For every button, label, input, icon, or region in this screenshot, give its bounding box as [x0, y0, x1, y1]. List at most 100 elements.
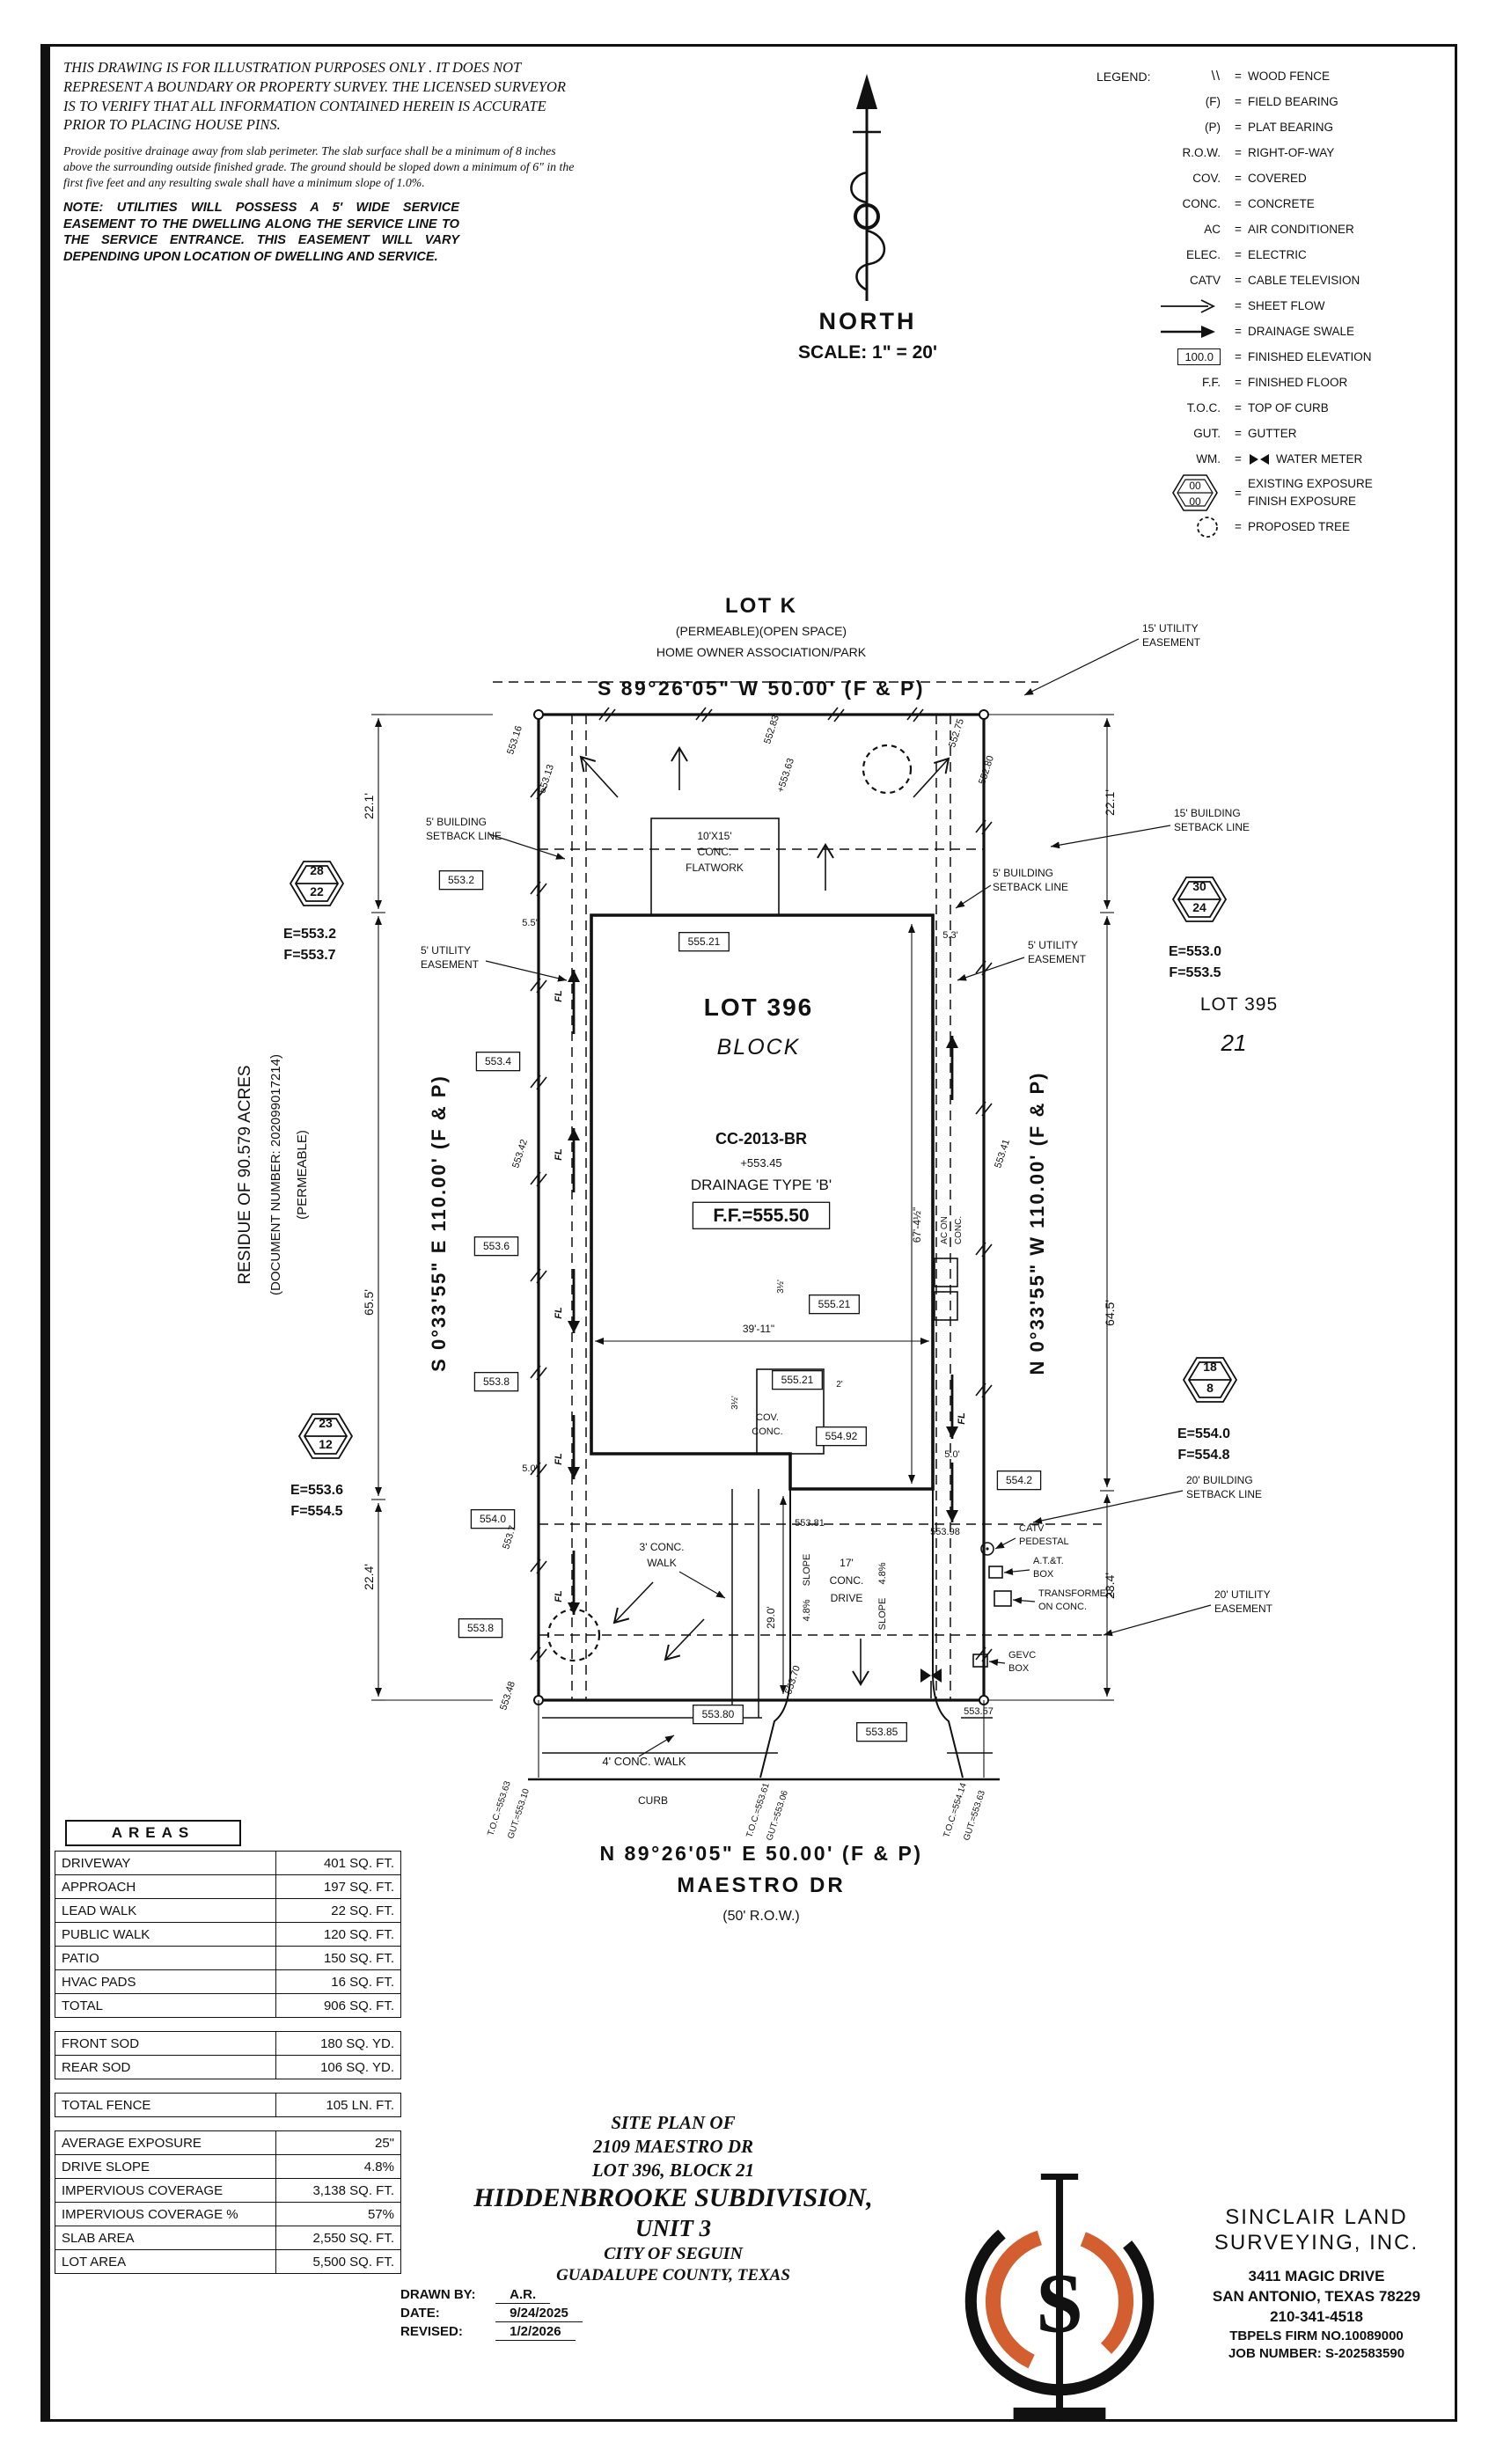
svg-text:RESIDUE OF 90.579 ACRES: RESIDUE OF 90.579 ACRES	[236, 1065, 254, 1284]
plan-label: 554.0	[470, 1509, 516, 1529]
svg-text:39'-11": 39'-11"	[743, 1323, 774, 1335]
svg-text:555.21: 555.21	[818, 1298, 851, 1310]
plan-label: 5.5'	[522, 918, 537, 928]
legend-abbr: T.O.C.	[1186, 401, 1221, 414]
plan-label: 2'	[836, 1380, 843, 1390]
plan-label: TRANSFORMER	[1038, 1588, 1113, 1599]
svg-text:(DOCUMENT NUMBER: 202099017214: (DOCUMENT NUMBER: 202099017214)	[268, 1054, 283, 1295]
leader-arrows	[485, 638, 1212, 1757]
plan-label: 4.8%	[802, 1599, 812, 1621]
plan-label: CONC.	[830, 1574, 864, 1587]
svg-text:F=553.7: F=553.7	[283, 948, 335, 963]
legend-row: CATV = CABLE TELEVISION	[1096, 268, 1454, 293]
svg-text:23: 23	[319, 1416, 333, 1430]
north-arrow	[850, 74, 886, 301]
plan-label: BLOCK	[717, 1035, 799, 1060]
plan-label: 5' UTILITY	[1028, 939, 1078, 951]
wood-fence-symbol: \\	[1211, 69, 1221, 84]
svg-text:553.16: 553.16	[505, 724, 524, 756]
plan-label: 553.16	[505, 724, 524, 756]
sinclair-logo: S	[964, 2174, 1155, 2422]
legend-row: CONC. = CONCRETE	[1096, 191, 1454, 216]
plan-label: 8	[1206, 1381, 1214, 1395]
gevc-box-symbol	[972, 1654, 988, 1668]
legend-desc: WATER METER	[1276, 452, 1363, 466]
svg-text:553.85: 553.85	[866, 1726, 898, 1738]
svg-text:GUT.=553.63: GUT.=553.63	[962, 1789, 987, 1842]
svg-text:15' BUILDING: 15' BUILDING	[1174, 807, 1241, 819]
svg-text:FL: FL	[957, 1412, 967, 1425]
plan-label: 22.1'	[1103, 789, 1117, 816]
svg-text:CURB: CURB	[638, 1794, 668, 1807]
svg-text:553.48: 553.48	[498, 1680, 517, 1712]
legend-abbr: GUT.	[1193, 427, 1221, 440]
legend-abbr: R.O.W.	[1182, 146, 1221, 159]
plan-label: 23	[319, 1416, 333, 1430]
legend-abbr: CONC.	[1182, 197, 1221, 210]
exposure-hexagon-icon: 00 00	[1172, 474, 1218, 511]
drainage-swale-arrow-icon	[1161, 325, 1215, 338]
plan-label: F=553.7	[283, 948, 335, 963]
svg-text:4.8%: 4.8%	[877, 1562, 888, 1584]
svg-text:SETBACK LINE: SETBACK LINE	[1174, 821, 1250, 833]
svg-text:CONC.: CONC.	[830, 1574, 864, 1587]
plan-label: SETBACK LINE	[993, 881, 1068, 893]
plan-label: E=553.0	[1169, 944, 1221, 959]
svg-text:+553.45: +553.45	[740, 1156, 781, 1170]
svg-text:4' CONC. WALK: 4' CONC. WALK	[602, 1755, 686, 1768]
plan-label: 17'	[840, 1557, 854, 1569]
scale-label: SCALE: 1" = 20'	[798, 342, 937, 363]
table-row: IMPERVIOUS COVERAGE %57%	[55, 2203, 401, 2226]
svg-text:5.0': 5.0'	[944, 1449, 959, 1460]
svg-text:FL: FL	[554, 1307, 564, 1319]
svg-text:552.83: 552.83	[762, 714, 781, 745]
svg-text:555.21: 555.21	[781, 1374, 814, 1386]
svg-text:22: 22	[310, 884, 324, 898]
plan-label: CATV	[1019, 1523, 1045, 1534]
svg-text:SETBACK LINE: SETBACK LINE	[426, 830, 502, 842]
proposed-tree-icon	[1197, 516, 1218, 538]
drainage-note: Provide positive drainage away from slab…	[63, 144, 575, 189]
svg-text:552.80: 552.80	[977, 754, 996, 786]
plan-label: FL	[554, 1453, 564, 1465]
svg-text:5' BUILDING: 5' BUILDING	[426, 816, 487, 828]
disclaimer-block: THIS DRAWING IS FOR ILLUSTRATION PURPOSE…	[63, 58, 578, 275]
svg-text:554.92: 554.92	[825, 1430, 858, 1442]
svg-text:29.0': 29.0'	[765, 1606, 777, 1629]
porch-outline	[756, 1368, 825, 1455]
existing-exposure-value: 00	[1189, 480, 1201, 492]
plan-label: 22.1'	[362, 793, 376, 819]
svg-text:SLOPE: SLOPE	[802, 1554, 812, 1587]
legend-row: (P) = PLAT BEARING	[1096, 114, 1454, 140]
svg-text:SETBACK LINE: SETBACK LINE	[993, 881, 1068, 893]
legend-row: AC = AIR CONDITIONER	[1096, 216, 1454, 242]
svg-text:BOX: BOX	[1008, 1663, 1030, 1674]
svg-text:PEDESTAL: PEDESTAL	[1019, 1536, 1069, 1547]
plan-label: (DOCUMENT NUMBER: 202099017214)	[268, 1054, 283, 1295]
drawn-by-value: A.R.	[495, 2287, 551, 2304]
plan-label: DRIVE	[831, 1592, 863, 1604]
plan-label: 555.21	[772, 1370, 823, 1390]
plan-label: 20' BUILDING	[1186, 1474, 1253, 1486]
legend-row: GUT. = GUTTER	[1096, 421, 1454, 446]
plan-label: (PERMEABLE)	[295, 1130, 310, 1220]
sheet-flow-arrows	[579, 746, 950, 1686]
north-label: NORTH	[818, 308, 917, 334]
legend-row: (F) = FIELD BEARING	[1096, 89, 1454, 114]
svg-text:EASEMENT: EASEMENT	[1028, 953, 1087, 965]
svg-text:(50' R.O.W.): (50' R.O.W.)	[722, 1909, 800, 1924]
svg-text:LOT 395: LOT 395	[1200, 994, 1278, 1015]
svg-text:67'-4½": 67'-4½"	[911, 1207, 923, 1243]
svg-text:23.4': 23.4'	[1103, 1573, 1117, 1599]
plan-label: PEDESTAL	[1019, 1536, 1069, 1547]
plan-label: F=554.8	[1177, 1448, 1229, 1463]
legend-desc: TOP OF CURB	[1248, 401, 1329, 414]
plan-label: 554.2	[996, 1470, 1042, 1491]
svg-text:4.8%: 4.8%	[802, 1599, 812, 1621]
lead-walk	[731, 1489, 759, 1718]
